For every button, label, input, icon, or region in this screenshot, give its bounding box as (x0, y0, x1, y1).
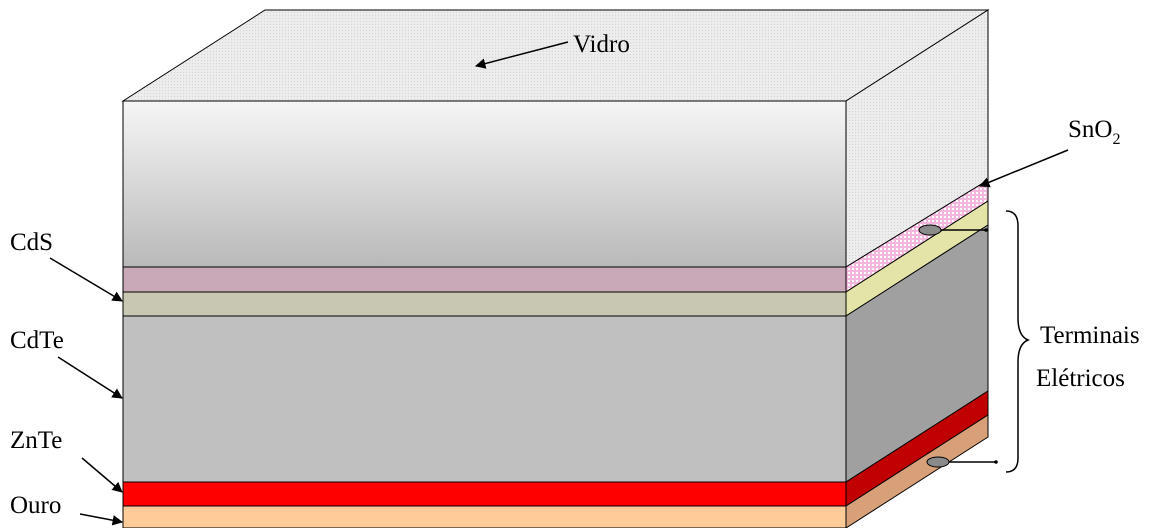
znte-label: ZnTe (10, 427, 62, 454)
terminal-bottom (926, 456, 998, 468)
cds-front-face (122, 291, 847, 317)
terminals-label-line2: Elétricos (1036, 365, 1125, 392)
gold-label: Ouro (10, 492, 61, 519)
gold-arrow (79, 513, 124, 526)
sno2-arrow (979, 149, 1069, 188)
terminals-brace (1005, 210, 1031, 473)
terminals-label-line1: Terminais (1040, 322, 1140, 349)
sno2-label-subscript: 2 (1112, 131, 1120, 148)
cdte-arrow (57, 356, 123, 399)
znte-front-face (122, 481, 847, 507)
glass-top-face (121, 9, 990, 102)
cdte-front-face (122, 315, 847, 483)
sno2-label: SnO2 (1068, 116, 1120, 148)
glass-front-face (122, 100, 847, 268)
cds-label: CdS (10, 229, 53, 256)
sno2-front-face (122, 266, 847, 293)
cdte-label: CdTe (10, 327, 64, 354)
glass-label: Vidro (573, 31, 630, 58)
sno2-label-base: SnO (1068, 116, 1112, 143)
znte-arrow (81, 457, 123, 493)
glass-arrow (474, 41, 569, 69)
cds-arrow (49, 257, 123, 302)
terminal-top (918, 224, 988, 236)
gold-front-face (122, 505, 847, 528)
